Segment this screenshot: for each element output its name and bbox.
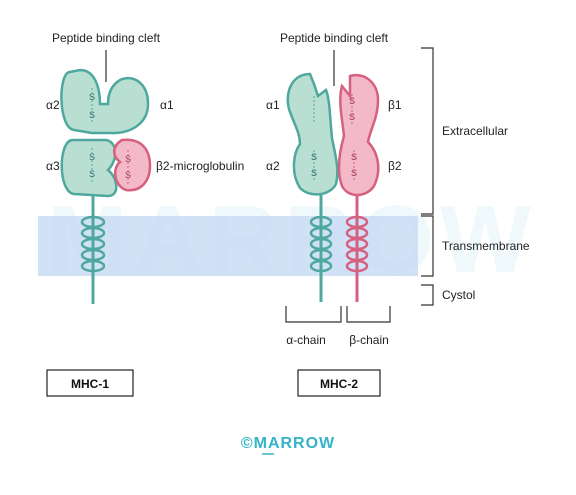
cell-membrane: [38, 216, 418, 276]
mhc2-chain-beta-label: β-chain: [349, 333, 389, 347]
mhc2-label-a1: α1: [266, 98, 280, 112]
mhc1-name: MHC-1: [71, 377, 109, 391]
mhc1-ss-3a: S: [125, 154, 131, 164]
mhc2-label-b1: β1: [388, 98, 402, 112]
mhc1-label-b2m: β2-microglobulin: [156, 159, 244, 173]
region-cystol: Cystol: [442, 288, 475, 302]
mhc2-alpha-coil: [309, 215, 333, 273]
mhc1-label-a2: α2: [46, 98, 60, 112]
mhc1-label-a1: α1: [160, 98, 174, 112]
mhc2-ss-b2b: S: [351, 168, 357, 178]
copyright-logo: ©MARROW: [241, 435, 335, 452]
mhc1-alpha3-domain: [60, 138, 118, 198]
mhc1-ss-3b: S: [125, 170, 131, 180]
mhc2-beta-chain: [337, 73, 380, 197]
mhc2-label-b2: β2: [388, 159, 402, 173]
mhc1-cleft-label: Peptide binding cleft: [52, 31, 161, 45]
mhc2-ss-b1a: S: [349, 96, 355, 106]
mhc1-ss-2b: S: [89, 169, 95, 179]
mhc1-ss-2a: S: [89, 152, 95, 162]
transmembrane-bracket: [421, 215, 434, 277]
mhc2-beta-coil: [345, 215, 369, 273]
mhc2-ss-a2b: S: [311, 168, 317, 178]
mhc2-name: MHC-2: [320, 377, 358, 391]
mhc1-molecule: S S S S S S: [60, 68, 152, 304]
mhc2-ss-b1b: S: [349, 112, 355, 122]
mhc2-ss-a2a: S: [311, 152, 317, 162]
alpha-chain-bracket: [285, 306, 342, 323]
mhc2-name-box: [297, 369, 381, 397]
region-extracellular: Extracellular: [442, 124, 508, 138]
mhc2-alpha-chain: [286, 72, 339, 196]
cystol-bracket: [421, 284, 434, 306]
mhc1-beta2-microglobulin: [113, 138, 152, 192]
mhc2-label-a2: α2: [266, 159, 280, 173]
mhc1-name-box: [46, 369, 134, 397]
mhc2-chain-alpha-label: α-chain: [286, 333, 326, 347]
beta-chain-bracket: [346, 306, 391, 323]
extracellular-bracket: [421, 47, 434, 215]
mhc2-cleft-label: Peptide binding cleft: [280, 31, 389, 45]
mhc1-label-a3: α3: [46, 159, 60, 173]
mhc1-alpha1-alpha2-domain: [60, 68, 150, 135]
region-transmembrane: Transmembrane: [442, 239, 530, 253]
mhc1-transmembrane-coil: [80, 215, 106, 273]
mhc1-ss-1b: S: [89, 110, 95, 120]
mhc2-ss-b2a: S: [351, 152, 357, 162]
mhc2-molecule: S S S S S S: [286, 72, 380, 302]
mhc1-ss-1a: S: [89, 92, 95, 102]
